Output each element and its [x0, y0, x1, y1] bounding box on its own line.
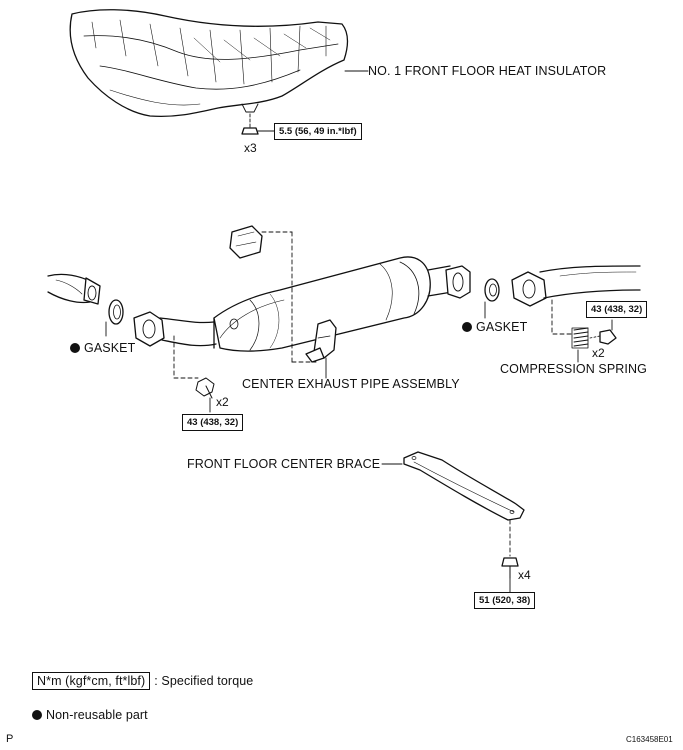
pipe-left-bolt-torque: 43 (438, 32): [182, 414, 244, 431]
right-gasket-drawing: [484, 278, 500, 302]
center-pipe-label: CENTER EXHAUST PIPE ASSEMBLY: [242, 377, 460, 391]
compression-spring-label: COMPRESSION SPRING: [500, 362, 647, 376]
gasket-right-label: GASKET: [462, 320, 527, 334]
insulator-nut-qty: x3: [244, 141, 257, 155]
brace-bolt-qty: x4: [518, 568, 531, 582]
pipe-right-bolt-qty: x2: [592, 346, 605, 360]
torque-unit-box: N*m (kgf*cm, ft*lbf): [32, 672, 151, 690]
left-pipe-end-drawing: [47, 273, 101, 305]
floor-brace-label: FRONT FLOOR CENTER BRACE: [187, 457, 381, 471]
gasket-left-label: GASKET: [70, 341, 135, 355]
heat-insulator-label: NO. 1 FRONT FLOOR HEAT INSULATOR: [368, 64, 607, 78]
heat-insulator-drawing: [69, 9, 369, 135]
pipe-left-bolt-qty: x2: [216, 395, 229, 409]
floor-brace-drawing: [381, 451, 525, 593]
left-bolt-drawing: [173, 335, 215, 413]
insulator-nut-torque: 5.5 (56, 49 in.*lbf): [274, 123, 362, 140]
left-gasket-drawing: [108, 299, 124, 325]
hanger-drawing: [229, 225, 317, 363]
nonreusable-legend: Non-reusable part: [32, 708, 148, 722]
brace-bolt-torque: 51 (520, 38): [474, 592, 536, 609]
torque-legend: N*m (kgf*cm, ft*lbf): Specified torque: [32, 672, 254, 690]
right-pipe-end-drawing: [511, 265, 641, 307]
nonreusable-legend-text: Non-reusable part: [46, 708, 148, 722]
center-pipe-drawing: [133, 256, 471, 363]
filled-circle-icon: [32, 710, 42, 720]
filled-circle-icon: [70, 343, 80, 353]
figure-code: C163458E01: [626, 735, 673, 744]
compression-spring-drawing: [551, 299, 617, 363]
torque-legend-text: : Specified torque: [154, 674, 254, 688]
filled-circle-icon: [462, 322, 472, 332]
corner-letter: P: [6, 733, 14, 745]
pipe-right-bolt-torque: 43 (438, 32): [586, 301, 648, 318]
